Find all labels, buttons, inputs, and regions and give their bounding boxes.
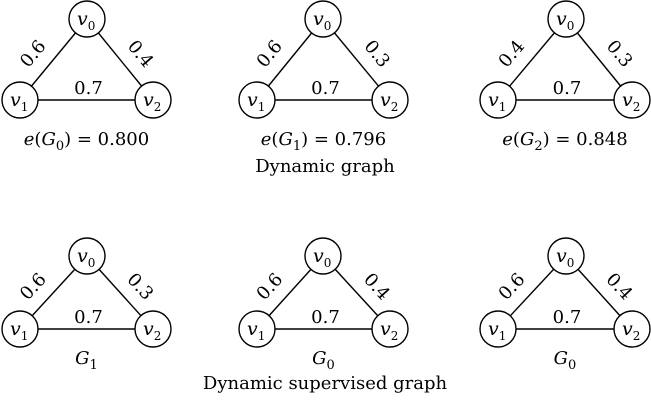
node-v0-circle — [304, 0, 342, 38]
weight-v0-v1: 0.6 — [253, 269, 288, 304]
node-v1: v1 — [479, 81, 517, 119]
graph-caption: G0 — [554, 348, 577, 373]
weight-v1-v2: 0.7 — [311, 78, 340, 99]
section-title: Dynamic supervised graph — [203, 373, 448, 394]
node-v1-label: v1 — [247, 89, 265, 114]
node-v0-label: v0 — [556, 245, 574, 270]
node-v1-circle — [238, 81, 276, 119]
node-v2-circle — [613, 81, 651, 119]
node-v2-circle — [371, 310, 409, 348]
node-v0: v0 — [547, 237, 585, 275]
graph-caption: e(G1) = 0.796 — [261, 129, 386, 154]
weight-v1-v2: 0.7 — [553, 307, 582, 328]
node-v1-circle — [1, 81, 39, 119]
node-v2: v2 — [134, 310, 172, 348]
node-v0-circle — [68, 0, 106, 38]
weight-v0-v2: 0.4 — [602, 269, 637, 304]
weight-v0-v1: 0.6 — [16, 36, 50, 71]
weight-v1-v2: 0.7 — [74, 78, 103, 99]
node-v1-circle — [238, 310, 276, 348]
weight-v0-v1: 0.4 — [495, 36, 529, 71]
node-v0: v0 — [68, 237, 106, 275]
node-v2: v2 — [371, 310, 409, 348]
node-v0: v0 — [304, 0, 342, 38]
node-v2-circle — [371, 81, 409, 119]
weight-v1-v2: 0.7 — [553, 78, 582, 99]
node-v1-label: v1 — [488, 318, 506, 343]
node-v1-label: v1 — [247, 318, 265, 343]
weight-v0-v1: 0.6 — [495, 269, 530, 304]
node-v2-circle — [134, 310, 172, 348]
node-v2-label: v2 — [380, 318, 398, 343]
graph-panel: 0.4 0.3 0.7 v0 v1 v2 e(G2) = 0.848 — [479, 0, 651, 154]
node-v0-label: v0 — [313, 245, 331, 270]
node-v1: v1 — [479, 310, 517, 348]
node-v2-label: v2 — [143, 89, 161, 114]
graph-caption: e(G2) = 0.848 — [502, 129, 627, 154]
node-v2: v2 — [371, 81, 409, 119]
node-v1-label: v1 — [488, 89, 506, 114]
node-v0-label: v0 — [556, 8, 574, 33]
node-v2-label: v2 — [622, 318, 640, 343]
graph-caption: e(G0) = 0.800 — [24, 129, 149, 154]
node-v1-label: v1 — [10, 89, 28, 114]
node-v2-label: v2 — [380, 89, 398, 114]
node-v0-label: v0 — [77, 8, 95, 33]
graph-panel: 0.6 0.3 0.7 v0 v1 v2 e(G1) = 0.796 — [238, 0, 409, 154]
weight-v0-v2: 0.3 — [360, 36, 394, 71]
node-v0: v0 — [68, 0, 106, 38]
node-v0-label: v0 — [77, 245, 95, 270]
node-v1: v1 — [238, 310, 276, 348]
node-v2-circle — [613, 310, 651, 348]
section-dynamic-graph: 0.6 0.4 0.7 v0 v1 v2 e(G0) = 0.800 0.6 0.3 0.7 v0 v… — [1, 0, 651, 177]
weight-v0-v1: 0.6 — [16, 269, 51, 304]
node-v2-label: v2 — [622, 89, 640, 114]
node-v2: v2 — [134, 81, 172, 119]
node-v1-circle — [1, 310, 39, 348]
node-v0-circle — [547, 237, 585, 275]
node-v1-circle — [479, 81, 517, 119]
node-v2: v2 — [613, 310, 651, 348]
node-v2-circle — [134, 81, 172, 119]
weight-v1-v2: 0.7 — [74, 307, 103, 328]
weight-v1-v2: 0.7 — [311, 307, 340, 328]
weight-v0-v2: 0.3 — [123, 269, 158, 304]
section-title: Dynamic graph — [255, 156, 395, 177]
node-v2-label: v2 — [143, 318, 161, 343]
node-v1: v1 — [1, 81, 39, 119]
node-v2: v2 — [613, 81, 651, 119]
weight-v0-v2: 0.4 — [123, 36, 157, 71]
node-v0: v0 — [547, 0, 585, 38]
node-v1: v1 — [1, 310, 39, 348]
weight-v0-v2: 0.4 — [359, 269, 394, 304]
node-v1-label: v1 — [10, 318, 28, 343]
graph-caption: G1 — [75, 348, 98, 373]
node-v0-circle — [547, 0, 585, 38]
graph-caption: G0 — [312, 348, 335, 373]
node-v1: v1 — [238, 81, 276, 119]
graph-panel: 0.6 0.4 0.7 v0 v1 v2 e(G0) = 0.800 — [1, 0, 172, 154]
node-v0-circle — [304, 237, 342, 275]
weight-v0-v1: 0.6 — [253, 36, 287, 71]
weight-v0-v2: 0.3 — [602, 36, 636, 71]
node-v0: v0 — [304, 237, 342, 275]
node-v0-circle — [68, 237, 106, 275]
node-v1-circle — [479, 310, 517, 348]
node-v0-label: v0 — [313, 8, 331, 33]
